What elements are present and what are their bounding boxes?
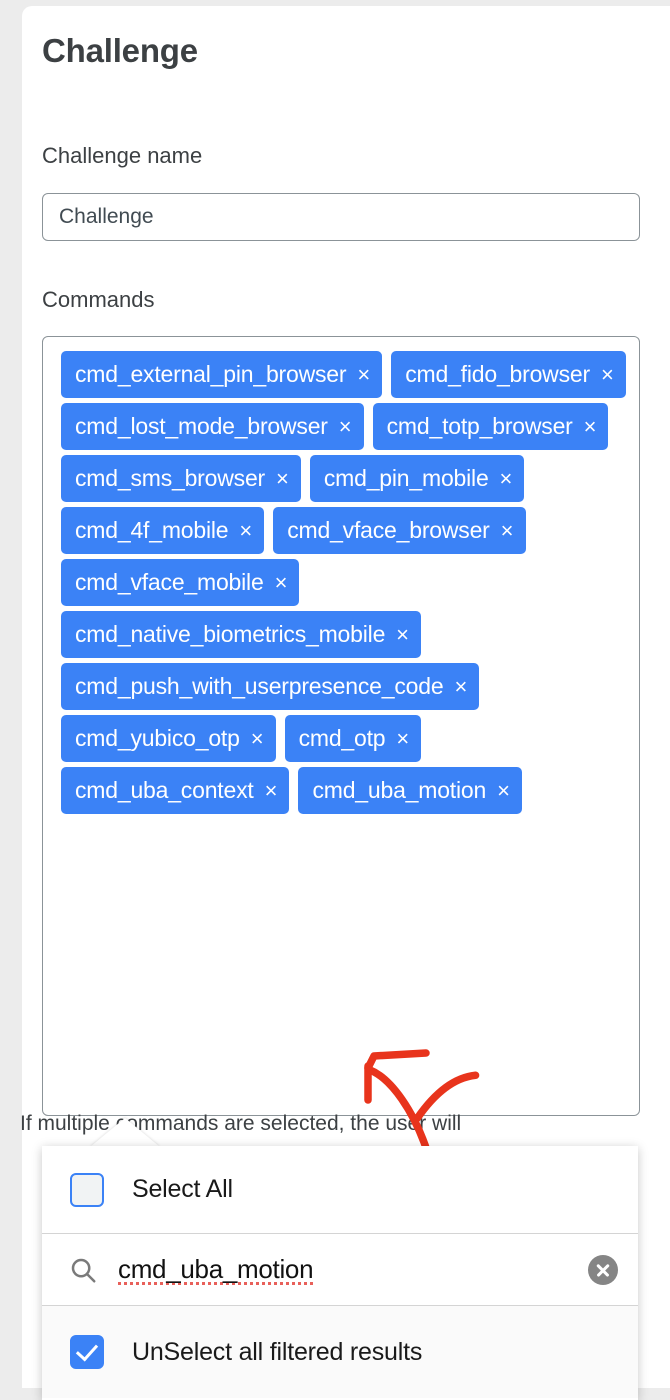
page-title: Challenge [42, 32, 198, 69]
command-tag-label: cmd_external_pin_browser [75, 361, 347, 387]
command-tag[interactable]: cmd_sms_browser × [61, 455, 301, 502]
challenge-card: Challenge Challenge name Commands cmd_ex… [22, 6, 670, 1388]
command-tag-label: cmd_totp_browser [386, 413, 573, 439]
command-tag-label: cmd_uba_context [75, 777, 254, 803]
remove-tag-icon[interactable]: × [338, 413, 352, 439]
command-tag-label: cmd_native_biometrics_mobile [75, 621, 386, 647]
command-tag-label: cmd_4f_mobile [75, 517, 229, 543]
command-tag-label: cmd_lost_mode_browser [75, 413, 328, 439]
remove-tag-icon[interactable]: × [583, 413, 597, 439]
remove-tag-icon[interactable]: × [499, 465, 513, 491]
remove-tag-icon[interactable]: × [454, 673, 468, 699]
remove-tag-icon[interactable]: × [497, 777, 510, 803]
select-all-checkbox[interactable] [70, 1172, 104, 1207]
dropdown-caret-icon [90, 1118, 160, 1147]
command-tag[interactable]: cmd_native_biometrics_mobile × [61, 611, 422, 658]
command-tag[interactable]: cmd_totp_browser × [372, 403, 609, 450]
command-tag-label: cmd_otp [298, 725, 386, 751]
command-tag[interactable]: cmd_otp × [284, 715, 422, 762]
command-tag-label: cmd_vface_browser [287, 517, 490, 543]
command-tag[interactable]: cmd_vface_mobile × [61, 559, 300, 606]
command-tag-label: cmd_yubico_otp [75, 725, 240, 751]
commands-dropdown-panel: Select All cmd_uba_motion UnSelect all f… [42, 1146, 638, 1400]
remove-tag-icon[interactable]: × [396, 621, 410, 647]
remove-tag-icon[interactable]: × [600, 361, 614, 387]
remove-tag-icon[interactable]: × [264, 777, 278, 803]
command-tag[interactable]: cmd_vface_browser × [273, 507, 526, 554]
command-tag[interactable]: cmd_yubico_otp × [61, 715, 276, 762]
challenge-name-label: Challenge name [42, 143, 203, 168]
command-tag-label: cmd_vface_mobile [75, 569, 264, 595]
remove-tag-icon[interactable]: × [276, 465, 289, 491]
commands-tag-list: cmd_external_pin_browser×cmd_fido_browse… [61, 351, 627, 814]
command-tag[interactable]: cmd_uba_motion × [298, 767, 522, 814]
command-tag-label: cmd_fido_browser [405, 361, 590, 387]
dropdown-search-input[interactable]: cmd_uba_motion [118, 1254, 314, 1284]
command-tag[interactable]: cmd_lost_mode_browser × [61, 403, 364, 450]
dropdown-item-select-all[interactable]: Select All [42, 1146, 638, 1234]
clear-circle-icon[interactable] [588, 1254, 618, 1285]
command-tag-label: cmd_sms_browser [75, 465, 265, 491]
remove-tag-icon[interactable]: × [250, 725, 264, 751]
remove-tag-icon[interactable]: × [274, 569, 288, 595]
search-icon [71, 1258, 96, 1282]
command-tag-label: cmd_push_with_userpresence_code [75, 673, 444, 699]
command-tag-label: cmd_pin_mobile [323, 465, 489, 491]
challenge-name-input[interactable] [42, 193, 640, 241]
remove-tag-icon[interactable]: × [396, 725, 410, 751]
commands-multiselect[interactable]: cmd_external_pin_browser×cmd_fido_browse… [42, 336, 640, 1116]
dropdown-item-unselect-filtered[interactable]: UnSelect all filtered results [42, 1306, 638, 1398]
unselect-filtered-checkbox[interactable] [70, 1335, 104, 1369]
remove-tag-icon[interactable]: × [357, 361, 371, 387]
remove-tag-icon[interactable]: × [500, 517, 514, 543]
command-tag[interactable]: cmd_uba_context × [61, 767, 290, 814]
select-all-label: Select All [132, 1175, 233, 1203]
command-tag-label: cmd_uba_motion [312, 777, 487, 803]
commands-label: Commands [42, 287, 155, 312]
dropdown-search-row[interactable]: cmd_uba_motion [42, 1234, 638, 1306]
command-tag[interactable]: cmd_4f_mobile × [61, 507, 265, 554]
command-tag[interactable]: cmd_push_with_userpresence_code × [61, 663, 480, 710]
remove-tag-icon[interactable]: × [239, 517, 253, 543]
command-tag[interactable]: cmd_external_pin_browser × [61, 351, 383, 398]
command-tag[interactable]: cmd_fido_browser × [391, 351, 626, 398]
unselect-filtered-label: UnSelect all filtered results [132, 1337, 423, 1366]
command-tag[interactable]: cmd_pin_mobile × [309, 455, 525, 502]
